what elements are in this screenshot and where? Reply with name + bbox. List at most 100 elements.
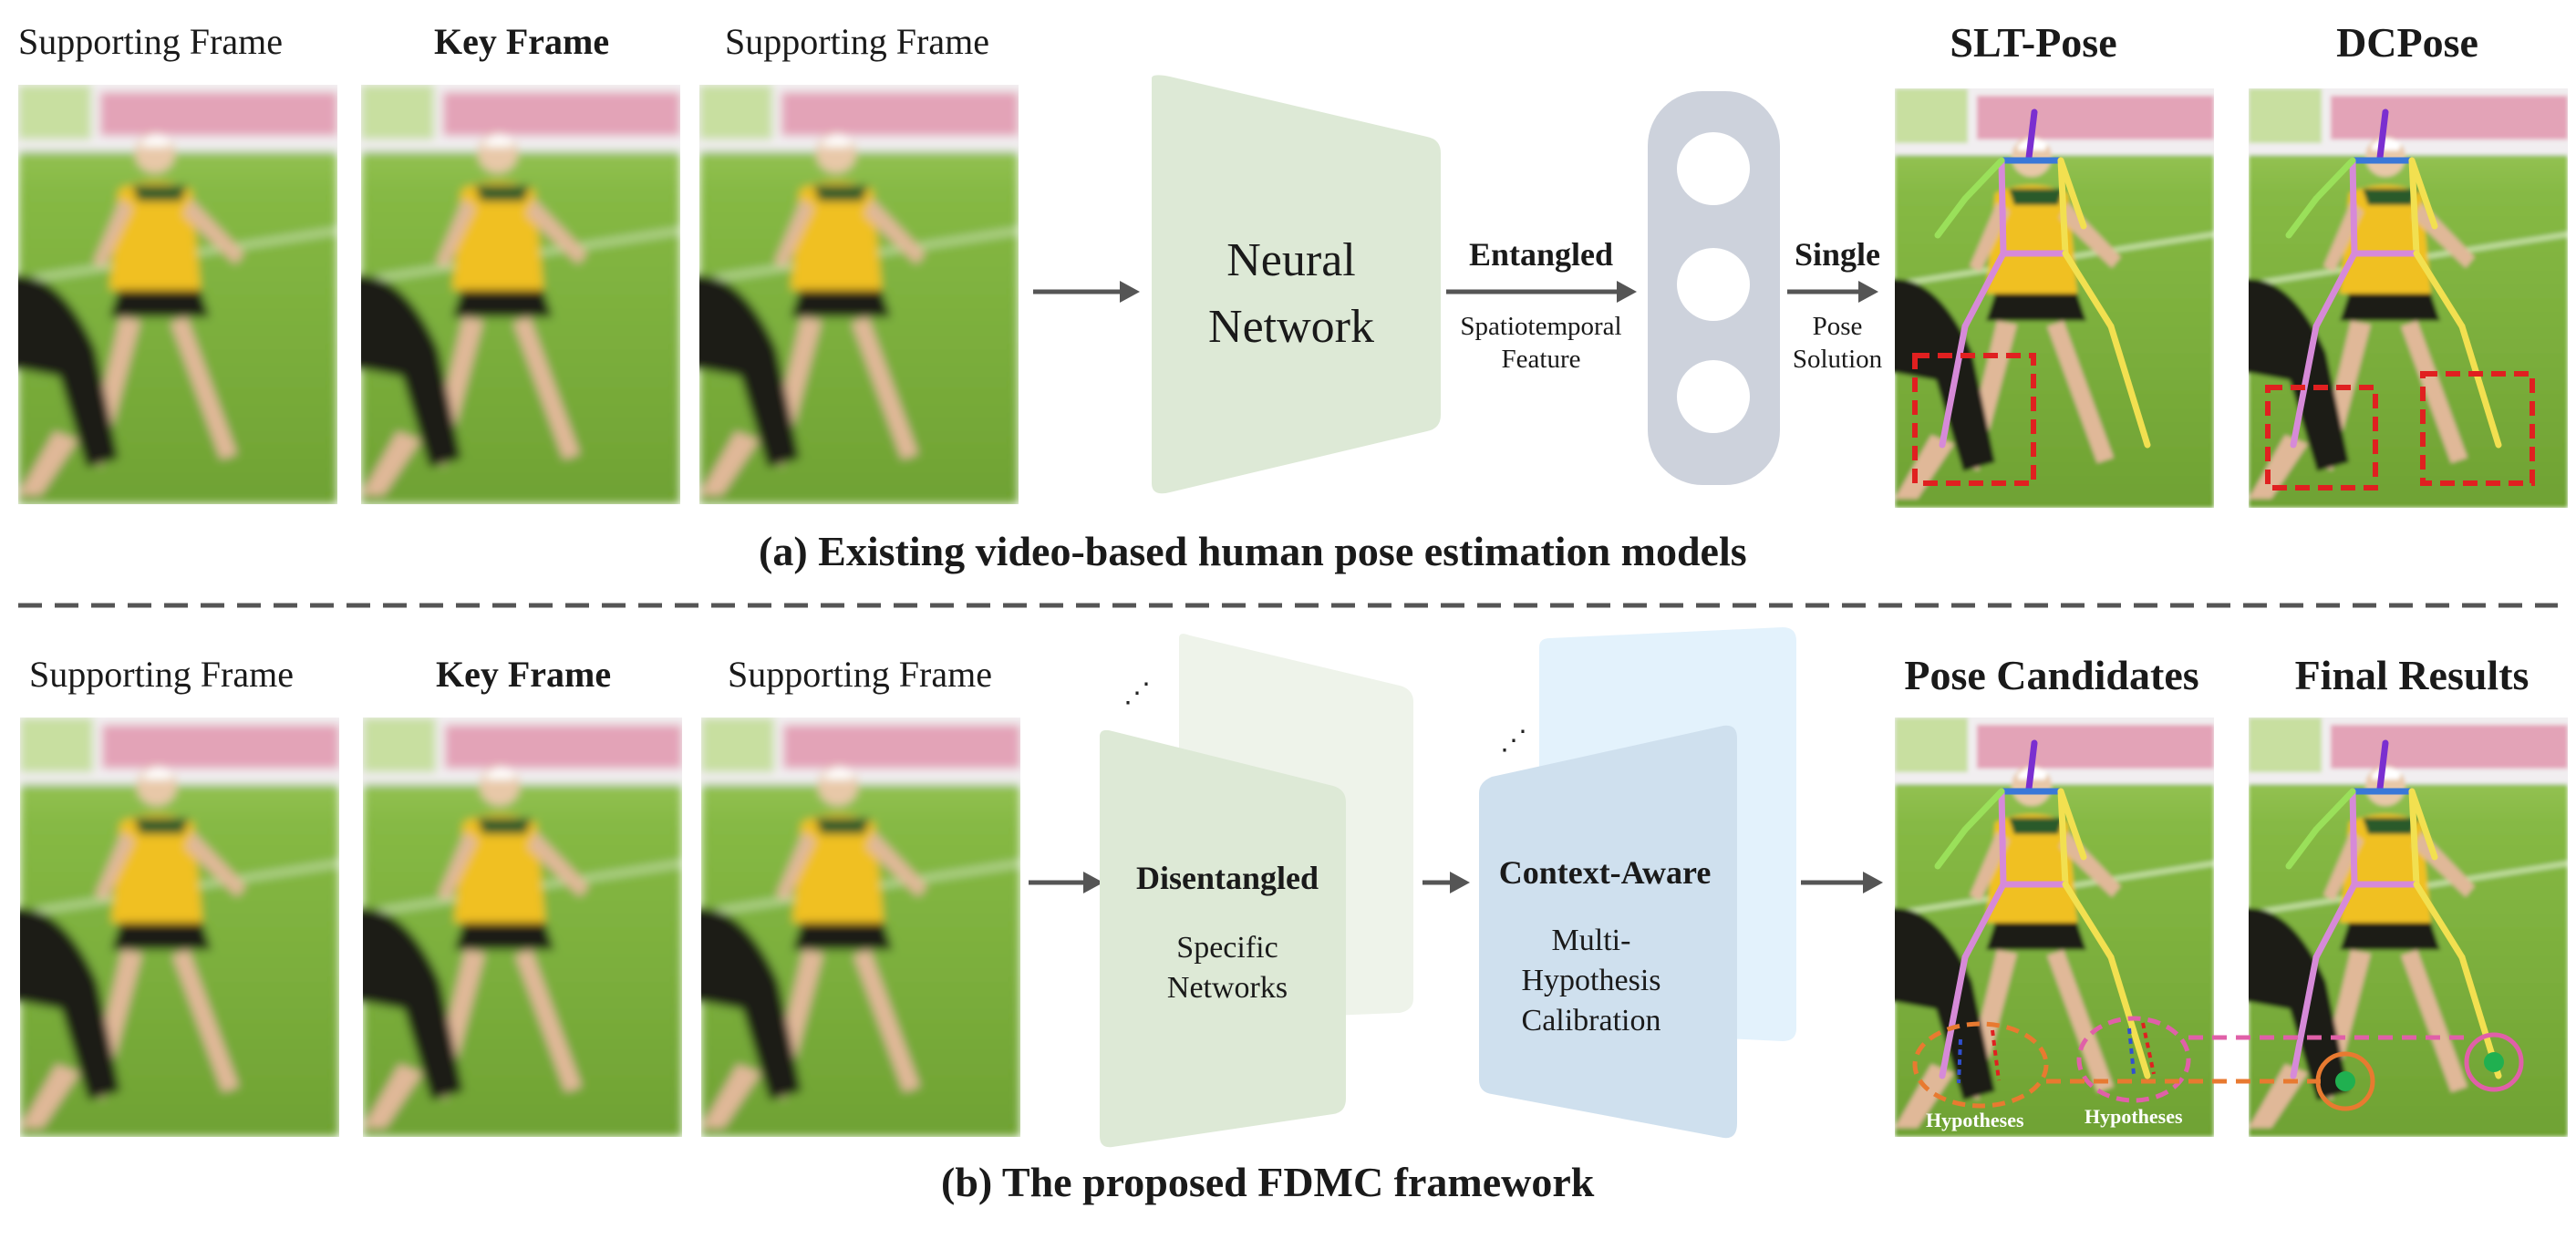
slt-pose-skeleton-right-arm [2057,157,2087,230]
slt-pose-skeleton-right-thigh [2062,250,2115,330]
slt-pose-skeleton-torso-left-limb [1998,157,2007,257]
slt-pose-skeleton-left-upper-arm [1961,157,2005,202]
row-b-supporting-frame-1 [11,713,357,1137]
final-point-ring-left [2315,1051,2375,1111]
row-a-supporting-frame-2 [690,80,1037,504]
dcpose-skeleton-right-arm [2408,157,2438,230]
row-b-key-frame-content [354,713,700,1137]
final-skeleton-right-thigh [2413,881,2466,961]
dcpose-error-box-right [2420,371,2535,486]
arrow-frames-to-network-head [1120,281,1140,303]
row-b-key-frame [354,713,700,1137]
dcpose-title: DCPose [2336,19,2478,66]
arrow-module2-to-candidates-head [1863,872,1883,893]
final-skeleton-left-thigh [2312,881,2358,961]
row-a-key-frame-content [352,80,698,504]
row-b-supporting-frame-2-content [692,713,1039,1137]
final-skeleton-right-arm [2408,788,2438,861]
candidates-skeleton-torso-right-limb [2057,788,2069,888]
dcpose-error-box-left [2265,385,2378,490]
dcpose-skeleton-left-upper-arm [2312,157,2356,202]
final-skeleton-left-upper-arm [2312,788,2356,833]
slt-pose-skeleton-right-shin [2107,323,2151,449]
row-b-supporting-frame-2 [692,713,1039,1137]
candidates-skeleton-left-shin [1939,954,1969,1079]
row-a-frame3-label: Supporting Frame [725,21,989,62]
hypotheses-label-right: Hypotheses [2085,1105,2183,1128]
final-point-left [2335,1071,2355,1091]
candidates-skeleton-head-limb [2025,739,2038,792]
slt-pose-skeleton-left-thigh [1961,250,2007,330]
row-b-frame2-label: Key Frame [436,654,612,695]
hypothesis-left-red-dash [1991,1029,2001,1081]
hypotheses-ellipse-left [1912,1021,2049,1109]
single-label: Single [1794,236,1881,273]
row-a-key-frame [352,80,698,504]
slt-pose-skeleton-head-limb [2025,108,2038,161]
row-a-frame1-label: Supporting Frame [18,21,283,62]
caption-a: (a) Existing video-based human pose esti… [759,528,1747,574]
pose-candidates-image-content [1886,713,2232,1137]
pose-candidates-image [1886,713,2232,1137]
dcpose-result-image-content [2240,84,2576,508]
hypothesis-right-blue-dash [2127,1027,2136,1075]
row-a-supporting-frame-1-content [9,80,356,504]
final-point-ring-right [2464,1032,2524,1092]
module2-front-layer [1479,725,1737,1139]
final-skeleton-torso-right-limb [2408,788,2420,888]
candidates-skeleton-right-thigh [2062,881,2115,961]
hypotheses-label-left: Hypotheses [1926,1109,2024,1131]
dcpose-skeleton-left-thigh [2312,250,2358,330]
slt-pose-result-image [1886,84,2232,508]
neural-network-label: Neural Network [1208,234,1374,353]
output-head-circle-2 [1677,248,1750,321]
module1-stack-dots: ⋰ [1123,678,1151,708]
hypotheses-ellipse-right [2076,1016,2191,1103]
slt-pose-result-image-content [1886,84,2232,508]
candidates-skeleton-left-forearm [1934,826,1969,870]
row-a-supporting-frame-2-content [690,80,1037,504]
arrow-module1-to-module2-head [1450,872,1470,893]
slt-pose-skeleton-torso-right-limb [2057,157,2069,257]
dcpose-result-image [2240,84,2576,508]
arrow-head-to-results-head [1858,281,1878,303]
final-skeleton-left-forearm [2285,826,2320,870]
disentangled-label: Disentangled [1135,860,1319,896]
dcpose-skeleton-left-forearm [2285,195,2320,239]
slt-pose-skeleton-left-forearm [1934,195,1969,239]
pose-candidates-title: Pose Candidates [1904,652,2199,698]
final-point-right [2484,1052,2504,1072]
row-a-frame2-label: Key Frame [434,21,610,62]
final-skeleton-torso-left-limb [2349,788,2358,888]
row-a-supporting-frame-1 [9,80,356,504]
multi-hypothesis-calibration-label: Multi-Hypothesis Calibration [1521,924,1661,1038]
arrow-frames-to-module1-head [1083,872,1103,893]
entangled-label: Entangled [1468,236,1614,273]
final-skeleton-left-shin [2290,954,2320,1079]
context-aware-label: Context-Aware [1498,854,1712,891]
dcpose-skeleton-head-limb [2376,108,2389,161]
slt-pose-skeleton-left-shin [1939,323,1969,449]
dcpose-skeleton-torso-left-limb [2349,157,2358,257]
module1-front-layer [1100,729,1346,1148]
caption-b: (b) The proposed FDMC framework [941,1159,1595,1205]
slt-pose-title: SLT-Pose [1950,19,2117,66]
neural-network-block [1152,75,1441,494]
dcpose-skeleton-torso-right-limb [2408,157,2420,257]
output-head-circle-3 [1677,360,1750,433]
hypothesis-left-blue-dash [1957,1038,1962,1084]
candidates-skeleton-left-thigh [1961,881,2007,961]
final-results-image [2240,713,2576,1137]
module2-stack-dots: ⋰ [1500,726,1527,756]
dcpose-skeleton-right-thigh [2413,250,2466,330]
candidates-skeleton-torso-left-limb [1998,788,2007,888]
candidates-skeleton-right-arm [2057,788,2087,861]
final-results-image-content [2240,713,2576,1137]
final-results-title: Final Results [2294,652,2529,698]
final-skeleton-head-limb [2376,739,2389,792]
slt-pose-error-box [1912,353,2036,486]
candidates-skeleton-left-upper-arm [1961,788,2005,833]
row-b-frame1-label: Supporting Frame [29,654,294,695]
spatiotemporal-feature-label: Spatiotemporal Feature [1460,312,1622,375]
